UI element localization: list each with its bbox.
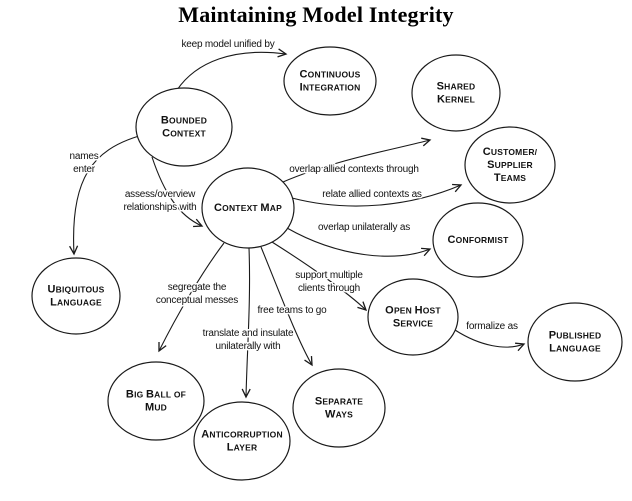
anticorruption-layer-node	[193, 401, 291, 481]
overlap-unilaterally-as-arrow	[286, 227, 432, 257]
bounded-context-node	[135, 87, 233, 167]
published-language-node	[527, 302, 623, 382]
formalize-as-arrow	[454, 329, 526, 352]
formalize-as-label: formalize as	[466, 321, 518, 332]
ubiquitous-language-node	[31, 257, 121, 335]
continuous-integration-node	[283, 46, 377, 116]
overlap-unilaterally-as-label: overlap unilaterally as	[318, 222, 410, 233]
page-title: Maintaining Model Integrity	[178, 2, 454, 27]
assess-overview-relationships-with-arrow	[151, 156, 204, 228]
support-multiple-clients-through-arrow	[271, 241, 368, 311]
context-map-label: CONTEXT MAP	[214, 202, 282, 214]
keep-model-unified-by-label: keep model unified by	[181, 39, 274, 50]
segregate-the-conceptual-messes-arrow	[158, 242, 225, 353]
names-enter-arrow	[69, 135, 140, 256]
free-teams-to-go-arrow	[260, 246, 313, 367]
relate-allied-contexts-as-label: relate allied contexts as	[322, 189, 422, 200]
big-ball-of-mud-node	[107, 361, 205, 441]
keep-model-unified-by-arrow	[176, 48, 288, 91]
context-map-node	[201, 167, 295, 249]
open-host-service-node	[367, 278, 459, 356]
customer-supplier-teams-node	[464, 126, 556, 204]
free-teams-to-go-label: free teams to go	[257, 305, 327, 316]
overlap-allied-contexts-through-label: overlap allied contexts through	[289, 164, 418, 175]
separate-ways-node	[292, 368, 386, 448]
conformist-label: CONFORMIST	[448, 234, 510, 246]
edge-arrows-layer	[69, 48, 526, 399]
relate-allied-contexts-as-arrow	[291, 183, 463, 207]
conformist-node	[432, 202, 524, 278]
overlap-allied-contexts-through-arrow	[282, 137, 432, 183]
translate-and-insulate-unilaterally-with-arrow	[241, 247, 251, 399]
shared-kernel-node	[411, 54, 501, 132]
